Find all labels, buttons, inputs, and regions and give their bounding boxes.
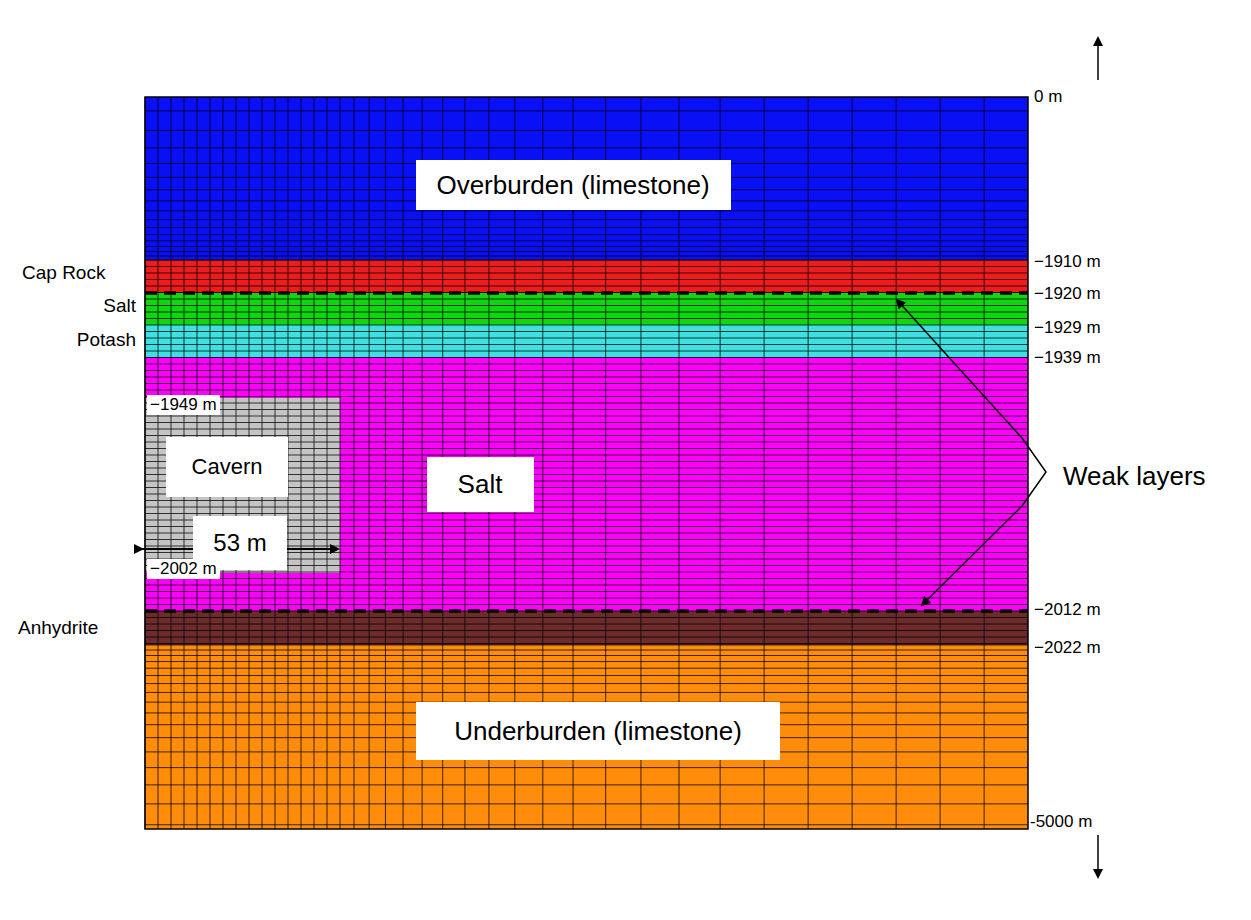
bracket bbox=[1022, 438, 1046, 506]
cavern-region bbox=[145, 398, 340, 573]
up-arrow bbox=[1097, 38, 1099, 80]
box-text: Cavern bbox=[192, 454, 263, 480]
weak-layer-line bbox=[145, 609, 1028, 613]
down-arrow bbox=[1097, 835, 1099, 877]
potash-band bbox=[145, 325, 1028, 357]
box-text: 53 m bbox=[213, 529, 266, 557]
weak-layer-line bbox=[145, 291, 1028, 295]
depth-label: −1920 m bbox=[1034, 284, 1101, 304]
depth-label: −1929 m bbox=[1034, 318, 1101, 338]
depth-label: −2012 m bbox=[1034, 600, 1101, 620]
underburden-band bbox=[145, 645, 1028, 829]
cap-rock-band bbox=[145, 260, 1028, 293]
model-border bbox=[145, 97, 1028, 829]
anhydrite-band bbox=[145, 611, 1028, 645]
overburden-band bbox=[145, 97, 1028, 260]
layer-name: Anhydrite bbox=[18, 617, 98, 639]
callout-text: Weak layers bbox=[1063, 462, 1206, 492]
layer-name: Potash bbox=[77, 329, 136, 351]
label-box: Salt bbox=[427, 457, 534, 512]
leader-line bbox=[922, 506, 1022, 605]
label-box: Underburden (limestone) bbox=[416, 702, 780, 760]
depth-label: −1910 m bbox=[1034, 252, 1101, 272]
depth-label: −1939 m bbox=[1034, 348, 1101, 368]
salt-dome-band bbox=[145, 357, 1028, 611]
label-box: Overburden (limestone) bbox=[416, 160, 731, 210]
salt-band bbox=[145, 293, 1028, 325]
layer-name: Salt bbox=[103, 295, 136, 317]
layer-name: Cap Rock bbox=[22, 262, 105, 284]
label-box: Cavern bbox=[166, 437, 288, 497]
depth-label: −1949 m bbox=[147, 395, 220, 415]
mesh-grid bbox=[145, 97, 1028, 829]
box-text: Salt bbox=[458, 469, 503, 500]
depth-label: -5000 m bbox=[1030, 812, 1092, 832]
box-text: Overburden (limestone) bbox=[436, 170, 709, 201]
depth-label: 0 m bbox=[1034, 87, 1062, 107]
depth-label: −2002 m bbox=[147, 559, 220, 579]
box-text: Underburden (limestone) bbox=[454, 716, 742, 747]
depth-label: −2022 m bbox=[1034, 638, 1101, 658]
leader-line bbox=[897, 300, 1022, 438]
